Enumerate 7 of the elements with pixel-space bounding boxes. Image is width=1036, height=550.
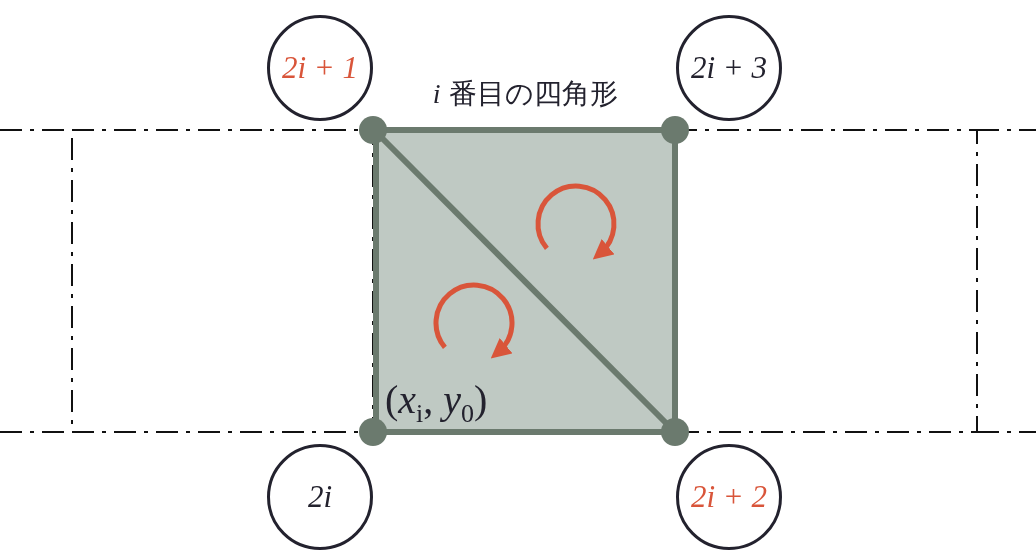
square-title: i 番目の四角形 bbox=[431, 76, 620, 112]
dashed-square bbox=[72, 130, 373, 432]
vertex-index: 2i + 1 bbox=[281, 50, 358, 86]
vertex-index: 2i bbox=[307, 479, 333, 515]
coordinate-label: (x$_{i}$, y$_{0}$) bbox=[385, 376, 488, 429]
vertex-index: 2i + 3 bbox=[690, 50, 767, 86]
vertex-index: 2i + 2 bbox=[690, 479, 767, 515]
